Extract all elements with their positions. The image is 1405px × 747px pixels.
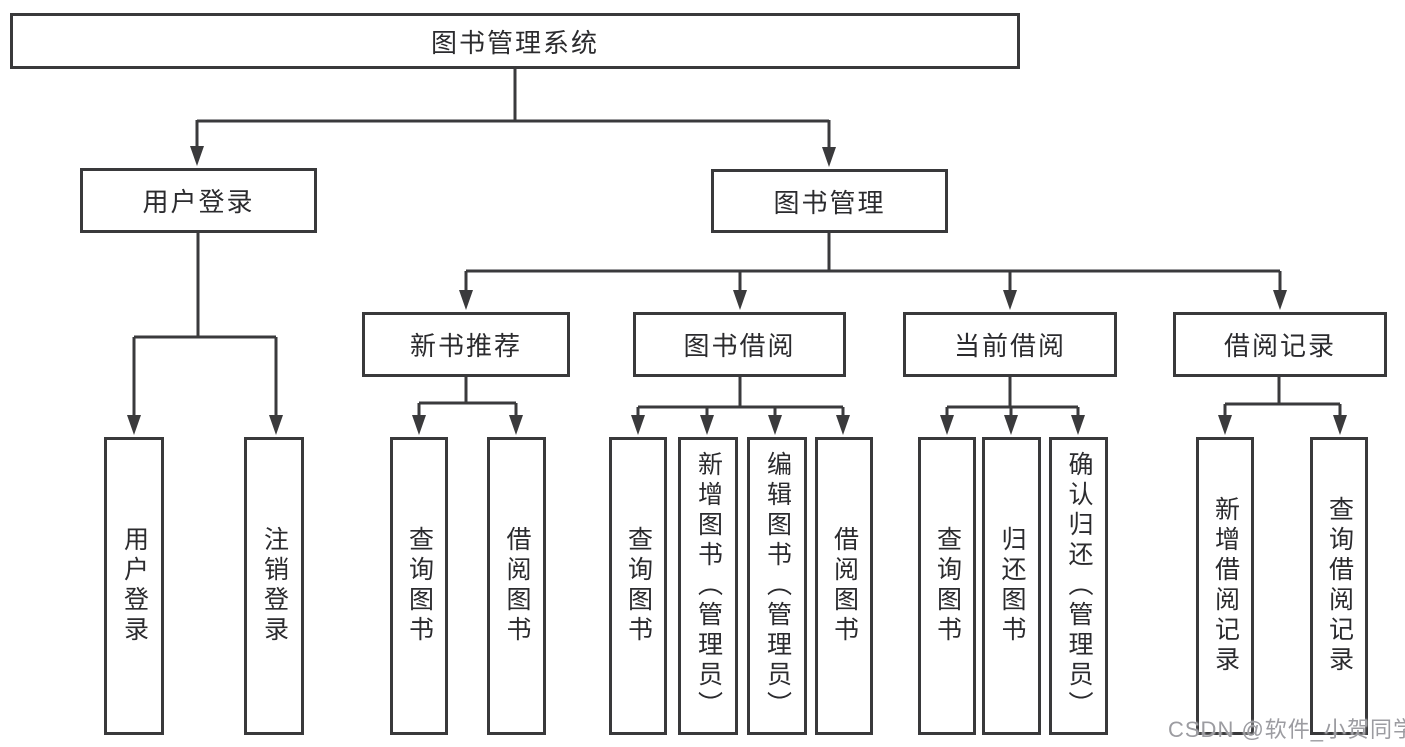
arrow-down-icon <box>190 146 204 166</box>
connector-new-book-rec-children <box>412 377 523 435</box>
arrow-down-icon <box>269 415 283 435</box>
node-library-system: 图书管理系统 <box>10 13 1020 69</box>
node-current-borrow: 当前借阅 <box>903 312 1117 377</box>
node-label: 借阅图书 <box>830 526 859 646</box>
arrow-down-icon <box>700 415 714 435</box>
node-leaf-query-borrow-record: 查询借阅记录 <box>1310 437 1368 735</box>
node-label: 新增图书（管理员） <box>694 451 723 721</box>
node-leaf-logout: 注销登录 <box>244 437 304 735</box>
node-leaf-return-books: 归还图书 <box>982 437 1041 735</box>
node-label: 新增借阅记录 <box>1211 496 1240 676</box>
connector-borrow-records-children <box>1218 377 1347 435</box>
node-leaf-query-books-2: 查询图书 <box>609 437 667 735</box>
connector-current-borrow-children <box>940 377 1085 435</box>
node-leaf-edit-books-admin: 编辑图书（管理员） <box>747 437 807 735</box>
node-label: 确认归还（管理员） <box>1065 451 1093 721</box>
arrow-down-icon <box>940 415 954 435</box>
node-book-borrow: 图书借阅 <box>633 312 846 377</box>
connector-book-mgmt-children <box>459 233 1287 310</box>
arrow-down-icon <box>822 147 836 167</box>
node-leaf-confirm-return-admin: 确认归还（管理员） <box>1049 437 1108 735</box>
node-label: 查询图书 <box>933 526 962 646</box>
arrow-down-icon <box>1071 415 1085 435</box>
arrow-down-icon <box>631 415 645 435</box>
node-label: 归还图书 <box>998 526 1026 646</box>
connector-user-login-children <box>127 233 283 435</box>
node-leaf-query-books-3: 查询图书 <box>918 437 976 735</box>
connector-book-borrow-children <box>631 377 850 435</box>
arrow-down-icon <box>412 415 426 435</box>
node-leaf-borrow-books-1: 借阅图书 <box>487 437 546 735</box>
connector-root-to-level2 <box>190 69 836 167</box>
arrow-down-icon <box>459 290 473 310</box>
node-user-login: 用户登录 <box>80 168 317 233</box>
arrow-down-icon <box>1004 415 1018 435</box>
node-label: 编辑图书（管理员） <box>763 451 792 721</box>
node-leaf-user-login: 用户登录 <box>104 437 164 735</box>
node-leaf-add-books-admin: 新增图书（管理员） <box>678 437 738 735</box>
arrow-down-icon <box>768 415 782 435</box>
node-new-book-recommend: 新书推荐 <box>362 312 570 377</box>
node-label: 借阅图书 <box>503 526 531 646</box>
arrow-down-icon <box>1218 415 1232 435</box>
node-label: 查询图书 <box>405 526 434 646</box>
node-leaf-query-books-1: 查询图书 <box>390 437 448 735</box>
node-label: 查询图书 <box>624 526 653 646</box>
node-leaf-borrow-books-2: 借阅图书 <box>815 437 873 735</box>
node-label: 用户登录 <box>120 526 149 646</box>
arrow-down-icon <box>1003 290 1017 310</box>
node-leaf-add-borrow-record: 新增借阅记录 <box>1196 437 1254 735</box>
csdn-watermark: CSDN @软件_小贺同学 <box>1168 717 1405 742</box>
node-borrow-records: 借阅记录 <box>1173 312 1387 377</box>
node-label: 注销登录 <box>260 526 289 646</box>
arrow-down-icon <box>127 415 141 435</box>
arrow-down-icon <box>733 290 747 310</box>
node-book-management: 图书管理 <box>711 169 948 233</box>
arrow-down-icon <box>836 415 850 435</box>
arrow-down-icon <box>509 415 523 435</box>
arrow-down-icon <box>1273 290 1287 310</box>
node-label: 查询借阅记录 <box>1325 496 1354 676</box>
arrow-down-icon <box>1333 415 1347 435</box>
